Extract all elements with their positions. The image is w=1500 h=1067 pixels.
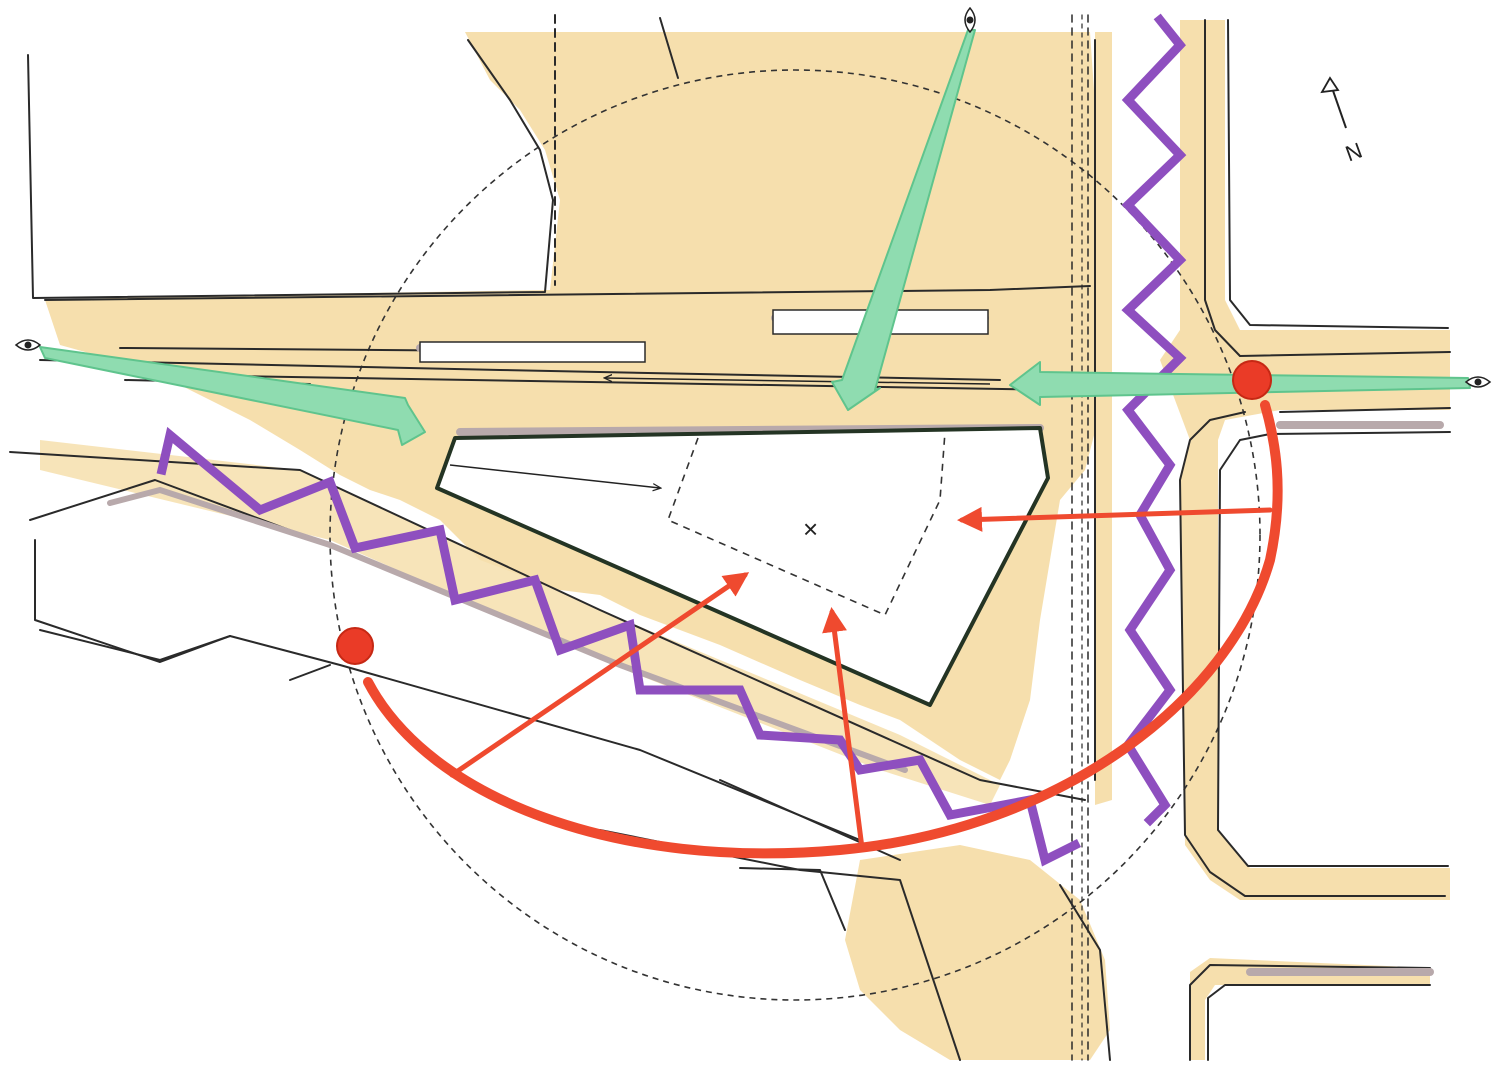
center-mark: × [803,514,818,544]
south-line-2 [739,867,846,931]
built-area-right-road [1160,20,1450,900]
building-outline-northwest [27,39,554,299]
zigzag-diagonal [156,426,1082,867]
se-block-inner [1207,984,1431,1061]
radius-circle [329,69,1261,1001]
noise-zigzag [156,13,1187,867]
access-node-east [1232,360,1272,400]
building-leader-line [659,17,679,79]
eye-icon [1464,376,1492,388]
road-edge-long-upper [44,285,1091,301]
inner-arrow [449,464,660,488]
ne-block-top [1227,19,1449,329]
built-area-vertical-road [1095,32,1112,805]
access-arrow-2 [822,607,865,851]
eye-icon [964,6,976,34]
e-road-lower [1217,431,1451,867]
access-arc-main [363,400,1283,859]
road-edge-long-lower [39,359,1001,381]
zigzag-vertical [1121,13,1187,827]
south-road-edge-2 [1059,884,1111,1061]
street-arrow [605,378,991,385]
eye-icon [14,339,42,351]
se-block [1189,964,1431,1061]
built-area-south-block [845,845,1110,1060]
e-road-inner [1179,411,1446,897]
access-arrow-3 [957,506,1273,532]
bar-left [419,341,646,363]
e-road-upper [1279,407,1451,413]
building-footprint-dashed [666,431,946,617]
north-arrow-icon: N [1320,76,1365,167]
access-node-west [336,627,374,665]
access-arrow-1 [449,572,750,778]
north-label: N [1342,138,1365,167]
view-corridor-west [39,346,426,446]
ne-block-bottom [1204,19,1451,357]
access-arc [363,400,1283,859]
view-corridor-north [831,29,976,411]
leader-short [289,664,331,681]
shadow-line-4 [107,486,908,773]
site-outline [435,426,1050,707]
built-area-southeast-block [1190,958,1430,1060]
polygon-left-block [34,539,231,663]
